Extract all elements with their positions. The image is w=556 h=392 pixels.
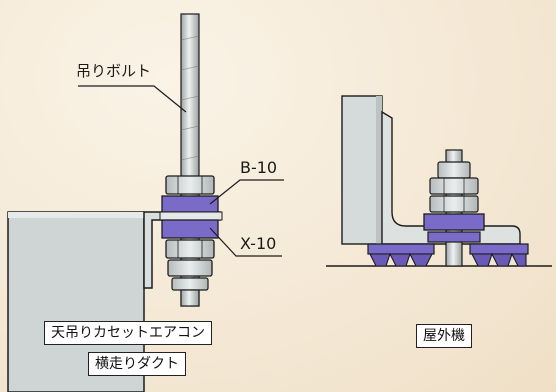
upper-nut	[165, 175, 215, 195]
label-hanging-bolt: 吊りボルト	[76, 62, 152, 80]
leader-hanging-bolt	[78, 85, 187, 113]
outdoor-unit-panel	[341, 95, 383, 245]
caption-horizontal-duct: 横走りダクト	[88, 352, 186, 377]
leader-b10	[209, 179, 284, 205]
b10-pad	[161, 195, 219, 213]
ceiling-unit-assembly	[7, 13, 284, 392]
lower-nut	[165, 239, 215, 259]
outdoor-foot-bracket	[381, 110, 521, 245]
caption-outdoor-unit: 屋外機	[416, 324, 472, 349]
leader-x10	[209, 227, 282, 257]
label-b10: B-10	[240, 158, 278, 177]
outdoor-pad-upper	[423, 213, 485, 231]
outdoor-unit-assembly	[326, 95, 552, 267]
caption-cassette-ac: 天吊りカセットエアコン	[44, 321, 212, 346]
outdoor-pad-left	[367, 243, 435, 267]
outdoor-pad-right	[469, 243, 529, 267]
x10-pad	[161, 219, 219, 239]
label-x10: X-10	[240, 234, 277, 253]
